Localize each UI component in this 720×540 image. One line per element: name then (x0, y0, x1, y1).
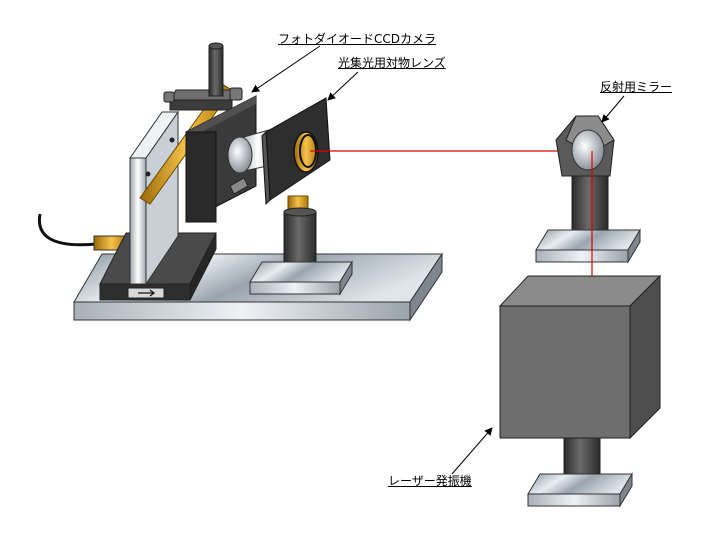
lens-label: 光集光用対物レンズ (338, 56, 446, 70)
mirror-label: 反射用ミラー (600, 80, 673, 94)
laser-oscillator (498, 274, 662, 485)
ccd-camera (163, 42, 283, 223)
mirror-post-base (535, 228, 641, 264)
camera-label-arrow (251, 45, 321, 93)
camera-label: フォトダイオードCCDカメラ (278, 32, 436, 46)
lens-label-arrow (327, 71, 359, 101)
laser-post-base (527, 472, 633, 508)
camera-cable (37, 213, 97, 247)
laser-label: レーザー発振機 (388, 474, 472, 488)
mirror-assembly (555, 115, 615, 235)
lens-post-base (249, 260, 353, 296)
mirror-label-arrow (601, 95, 625, 123)
objective-lens-assembly (261, 97, 331, 275)
laser-label-arrow (451, 427, 493, 475)
vertical-mount-plate (129, 110, 179, 286)
